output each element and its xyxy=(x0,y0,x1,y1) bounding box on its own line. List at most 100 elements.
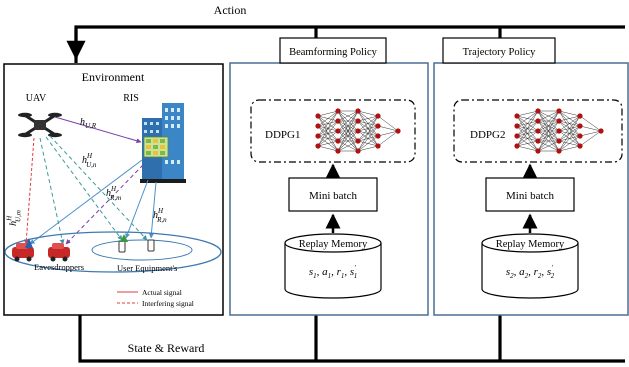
ddpg-label-2: DDPG2 xyxy=(470,129,505,141)
neural-network-2 xyxy=(514,108,604,154)
nn-node xyxy=(514,143,520,149)
users-label: User Equipment's xyxy=(117,263,177,273)
state-reward-label: State & Reward xyxy=(128,341,205,355)
replay-memory-1 xyxy=(284,233,382,299)
ddpg-box-2 xyxy=(453,99,623,163)
signal-links xyxy=(23,116,157,245)
nn-edge xyxy=(558,115,581,122)
nn-edge xyxy=(516,120,539,147)
nn-edge xyxy=(579,125,602,132)
nn-edge xyxy=(377,125,399,132)
policy-label-1: Beamforming Policy xyxy=(289,47,378,58)
nn-edge xyxy=(558,135,581,152)
agent-panel-2: Trajectory Policy DDPG2 Mini batch Repla… xyxy=(433,37,629,316)
nn-edge xyxy=(537,110,560,152)
nn-node xyxy=(535,128,541,134)
ris-building-icon xyxy=(140,103,186,183)
nn-node xyxy=(315,123,321,129)
nn-edge xyxy=(537,120,560,152)
nn-node xyxy=(375,113,381,119)
nn-edge xyxy=(516,130,539,147)
nn-edge xyxy=(537,130,560,152)
nn-edge xyxy=(537,110,560,132)
agent-panel-1: Beamforming Policy DDPG1 Mini batch Repl… xyxy=(229,37,429,316)
nn-edge xyxy=(579,130,602,147)
nn-edge xyxy=(537,140,560,152)
channel-h-ur: hU,R xyxy=(80,117,97,130)
nn-node xyxy=(577,133,583,139)
nn-node xyxy=(577,143,583,149)
nn-node xyxy=(355,128,361,134)
nn-node xyxy=(315,133,321,139)
user-phone-icon xyxy=(147,239,155,252)
legend-interfering-label: Interfering signal xyxy=(142,299,194,308)
nn-node xyxy=(535,138,541,144)
nn-edge xyxy=(337,110,359,122)
nn-edge xyxy=(317,140,339,147)
nn-node xyxy=(556,128,562,134)
nn-edge xyxy=(337,120,359,152)
environment-title: Environment xyxy=(82,70,145,84)
nn-node xyxy=(514,113,520,119)
nn-node xyxy=(556,108,562,114)
nn-node xyxy=(535,118,541,124)
memory-label-2: Replay Memory xyxy=(496,239,565,250)
nn-node xyxy=(355,118,361,124)
nn-node xyxy=(355,148,361,154)
nn-node xyxy=(577,113,583,119)
nn-node xyxy=(375,123,381,129)
nn-node xyxy=(556,138,562,144)
ris-surface xyxy=(143,136,169,158)
state-reward-loop: State & Reward xyxy=(78,312,625,363)
nn-edge xyxy=(558,145,581,152)
nn-edge xyxy=(317,110,339,117)
nn-edge xyxy=(337,110,359,152)
nn-edge xyxy=(377,130,399,147)
uav-label: UAV xyxy=(26,93,47,104)
nn-node xyxy=(335,128,341,134)
memory-label-1: Replay Memory xyxy=(299,239,368,250)
nn-edge xyxy=(317,110,339,147)
nn-edge xyxy=(357,115,379,142)
nn-node xyxy=(315,113,321,119)
nn-node xyxy=(315,143,321,149)
nn-edge xyxy=(317,130,339,147)
nn-edge xyxy=(317,110,339,127)
nn-edge xyxy=(337,130,359,152)
nn-edge xyxy=(317,120,339,147)
nn-node xyxy=(556,148,562,154)
nn-edge xyxy=(516,110,539,127)
nn-node xyxy=(355,138,361,144)
nn-edge xyxy=(337,110,359,132)
replay-memory-2 xyxy=(481,233,579,299)
nn-edge xyxy=(357,115,379,122)
nn-edge xyxy=(579,130,602,137)
transition-tuple-1: s1, a1, r1, s′1 xyxy=(309,264,357,280)
channel-h-um: hHU,m xyxy=(5,210,23,227)
nn-node xyxy=(514,133,520,139)
ground-area xyxy=(4,231,222,273)
environment-panel: Environment UAV xyxy=(3,63,224,316)
minibatch-label-1: Mini batch xyxy=(309,190,357,202)
action-loop: Action xyxy=(66,3,625,63)
nn-edge xyxy=(558,110,581,117)
nn-edge xyxy=(357,125,379,152)
nn-node xyxy=(355,108,361,114)
policy-box-2 xyxy=(442,37,556,64)
ddpg-box-1 xyxy=(250,99,416,163)
nn-edge xyxy=(537,110,560,122)
nn-edge xyxy=(558,125,581,152)
nn-node xyxy=(375,133,381,139)
nn-node xyxy=(375,143,381,149)
nn-node xyxy=(335,108,341,114)
nn-edge xyxy=(377,130,399,137)
nn-edge xyxy=(579,115,602,132)
uav-icon xyxy=(18,112,62,138)
nn-edge xyxy=(516,110,539,137)
minibatch-box-2 xyxy=(485,177,575,212)
nn-edge xyxy=(558,115,581,132)
eavesdropper-car-icon xyxy=(48,243,70,262)
ddpg-label-1: DDPG1 xyxy=(265,129,300,141)
